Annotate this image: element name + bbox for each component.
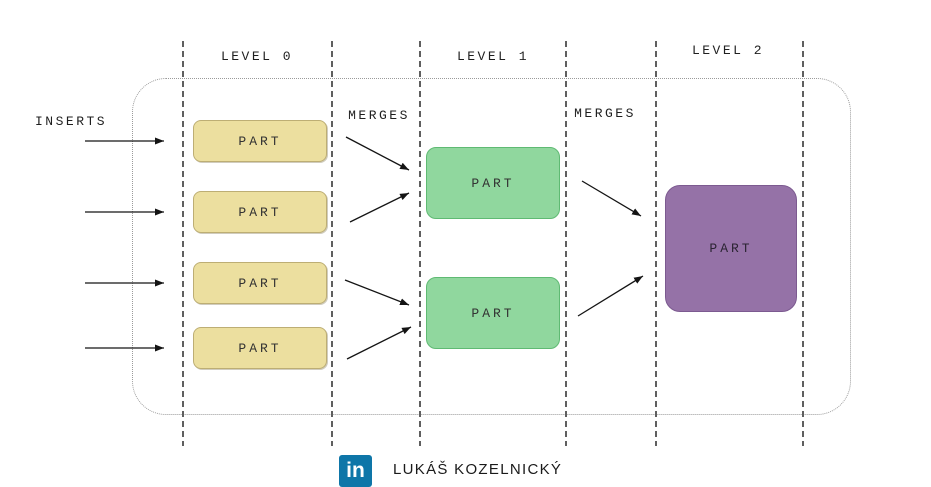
part-label: PART: [471, 305, 515, 321]
level2-label: LEVEL 2: [691, 43, 765, 58]
level2-part-1: PART: [665, 185, 797, 312]
level1-left-divider: [419, 41, 421, 446]
diagram-border: [132, 78, 851, 415]
author-name: LUKÁŠ KOZELNICKÝ: [393, 461, 563, 478]
part-label: PART: [709, 241, 753, 256]
part-label: PART: [238, 340, 282, 356]
level0-left-divider: [182, 41, 184, 446]
level1-part-2: PART: [426, 277, 560, 349]
level1-right-divider: [565, 41, 567, 446]
level0-part-2: PART: [193, 191, 327, 233]
part-label: PART: [471, 175, 515, 191]
level1-label: LEVEL 1: [456, 49, 530, 64]
level1-part-1: PART: [426, 147, 560, 219]
inserts-label: INSERTS: [35, 114, 108, 129]
part-label: PART: [238, 204, 282, 220]
level2-left-divider: [655, 41, 657, 446]
level0-part-1: PART: [193, 120, 327, 162]
part-label: PART: [238, 133, 282, 149]
level0-part-4: PART: [193, 327, 327, 369]
level0-label: LEVEL 0: [220, 49, 294, 64]
level0-part-3: PART: [193, 262, 327, 304]
linkedin-icon-text: in: [346, 458, 365, 482]
merges-label-2: MERGES: [574, 106, 636, 121]
level2-right-divider: [802, 41, 804, 446]
part-label: PART: [238, 275, 282, 291]
footer: in LUKÁŠ KOZELNICKÝ: [0, 448, 931, 487]
linkedin-icon: in: [339, 455, 372, 487]
merges-label-1: MERGES: [348, 108, 410, 123]
level0-right-divider: [331, 41, 333, 446]
